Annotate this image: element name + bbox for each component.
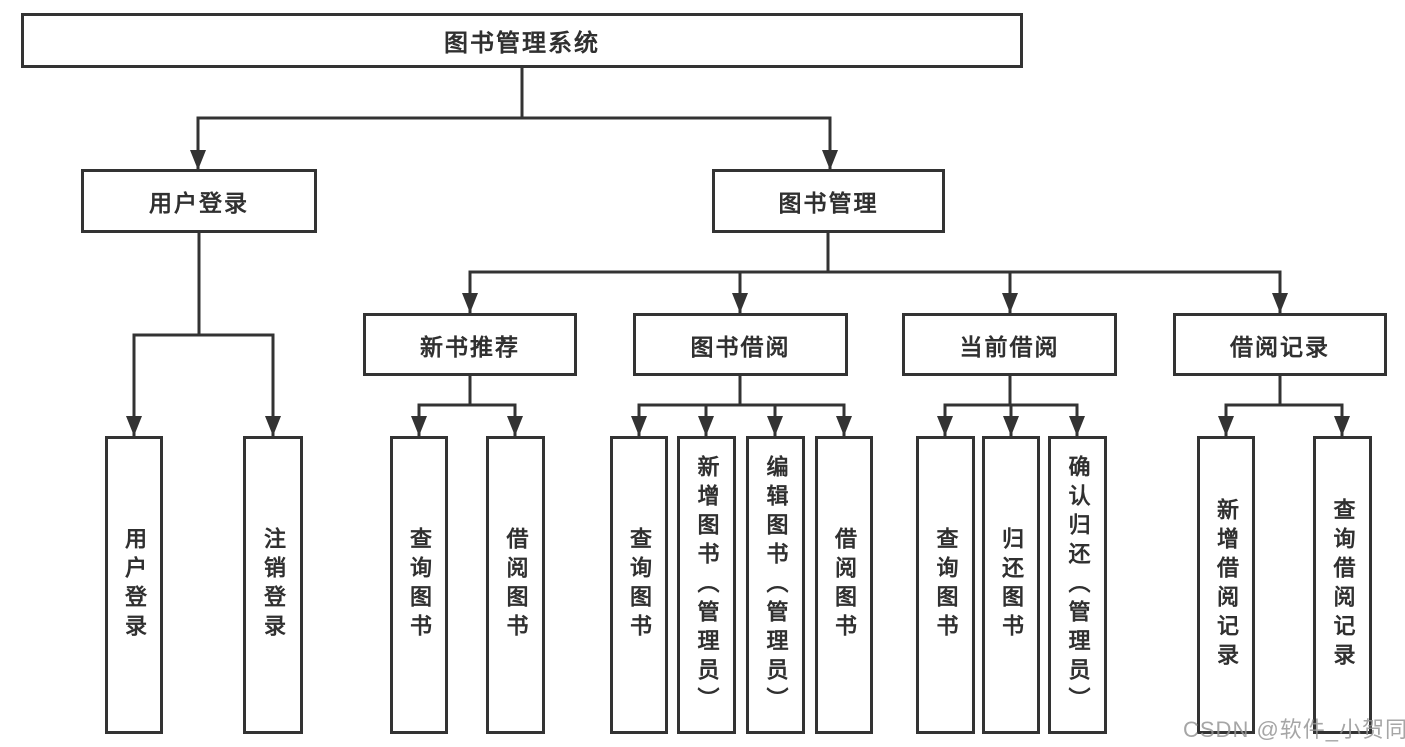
leaf-edit-book-admin: 编辑图书（管理员）	[746, 436, 805, 734]
node-user-login: 用户登录	[81, 169, 317, 233]
node-label: 查询图书	[627, 527, 652, 643]
node-current-borrowing: 当前借阅	[902, 313, 1117, 376]
node-borrowing-records: 借阅记录	[1173, 313, 1387, 376]
node-library-management-system: 图书管理系统	[21, 13, 1023, 68]
node-label: 查询借阅记录	[1330, 498, 1356, 672]
csdn-watermark: CSDN @软件_小贺同学	[1183, 717, 1405, 742]
leaf-borrow-books-2: 借阅图书	[815, 436, 873, 734]
node-label: 用户登录	[122, 527, 147, 643]
leaf-return-books: 归还图书	[982, 436, 1040, 734]
node-book-management: 图书管理	[712, 169, 945, 233]
node-label: 图书管理系统	[444, 30, 600, 57]
leaf-add-book-admin: 新增图书（管理员）	[677, 436, 736, 734]
leaf-query-books-3: 查询图书	[916, 436, 975, 734]
leaf-query-books-2: 查询图书	[610, 436, 668, 734]
leaf-query-borrow-record: 查询借阅记录	[1313, 436, 1372, 734]
node-label: 归还图书	[999, 527, 1024, 643]
node-label: 图书管理	[778, 190, 879, 216]
arrow-down-icons	[126, 150, 1350, 436]
node-book-borrowing: 图书借阅	[633, 313, 848, 376]
leaf-confirm-return-admin: 确认归还（管理员）	[1048, 436, 1107, 734]
node-new-book-recommendation: 新书推荐	[363, 313, 577, 376]
leaf-add-borrow-record: 新增借阅记录	[1197, 436, 1255, 734]
node-label: 当前借阅	[959, 333, 1060, 360]
node-label: 新增图书（管理员）	[694, 454, 720, 716]
node-label: 图书借阅	[690, 333, 791, 360]
leaf-logout: 注销登录	[243, 436, 303, 734]
node-label: 查询图书	[933, 527, 959, 643]
node-label: 新增借阅记录	[1214, 498, 1239, 672]
node-label: 编辑图书（管理员）	[763, 454, 789, 716]
node-label: 查询图书	[407, 527, 432, 643]
node-label: 借阅图书	[503, 527, 529, 643]
node-label: 用户登录	[149, 190, 249, 216]
node-label: 注销登录	[261, 527, 286, 643]
leaf-user-login: 用户登录	[105, 436, 163, 734]
leaf-borrow-books-1: 借阅图书	[486, 436, 545, 734]
node-label: 借阅记录	[1230, 333, 1330, 360]
leaf-query-books-1: 查询图书	[390, 436, 448, 734]
node-label: 借阅图书	[832, 527, 857, 643]
node-label: 新书推荐	[420, 333, 520, 360]
node-label: 确认归还（管理员）	[1065, 454, 1091, 716]
